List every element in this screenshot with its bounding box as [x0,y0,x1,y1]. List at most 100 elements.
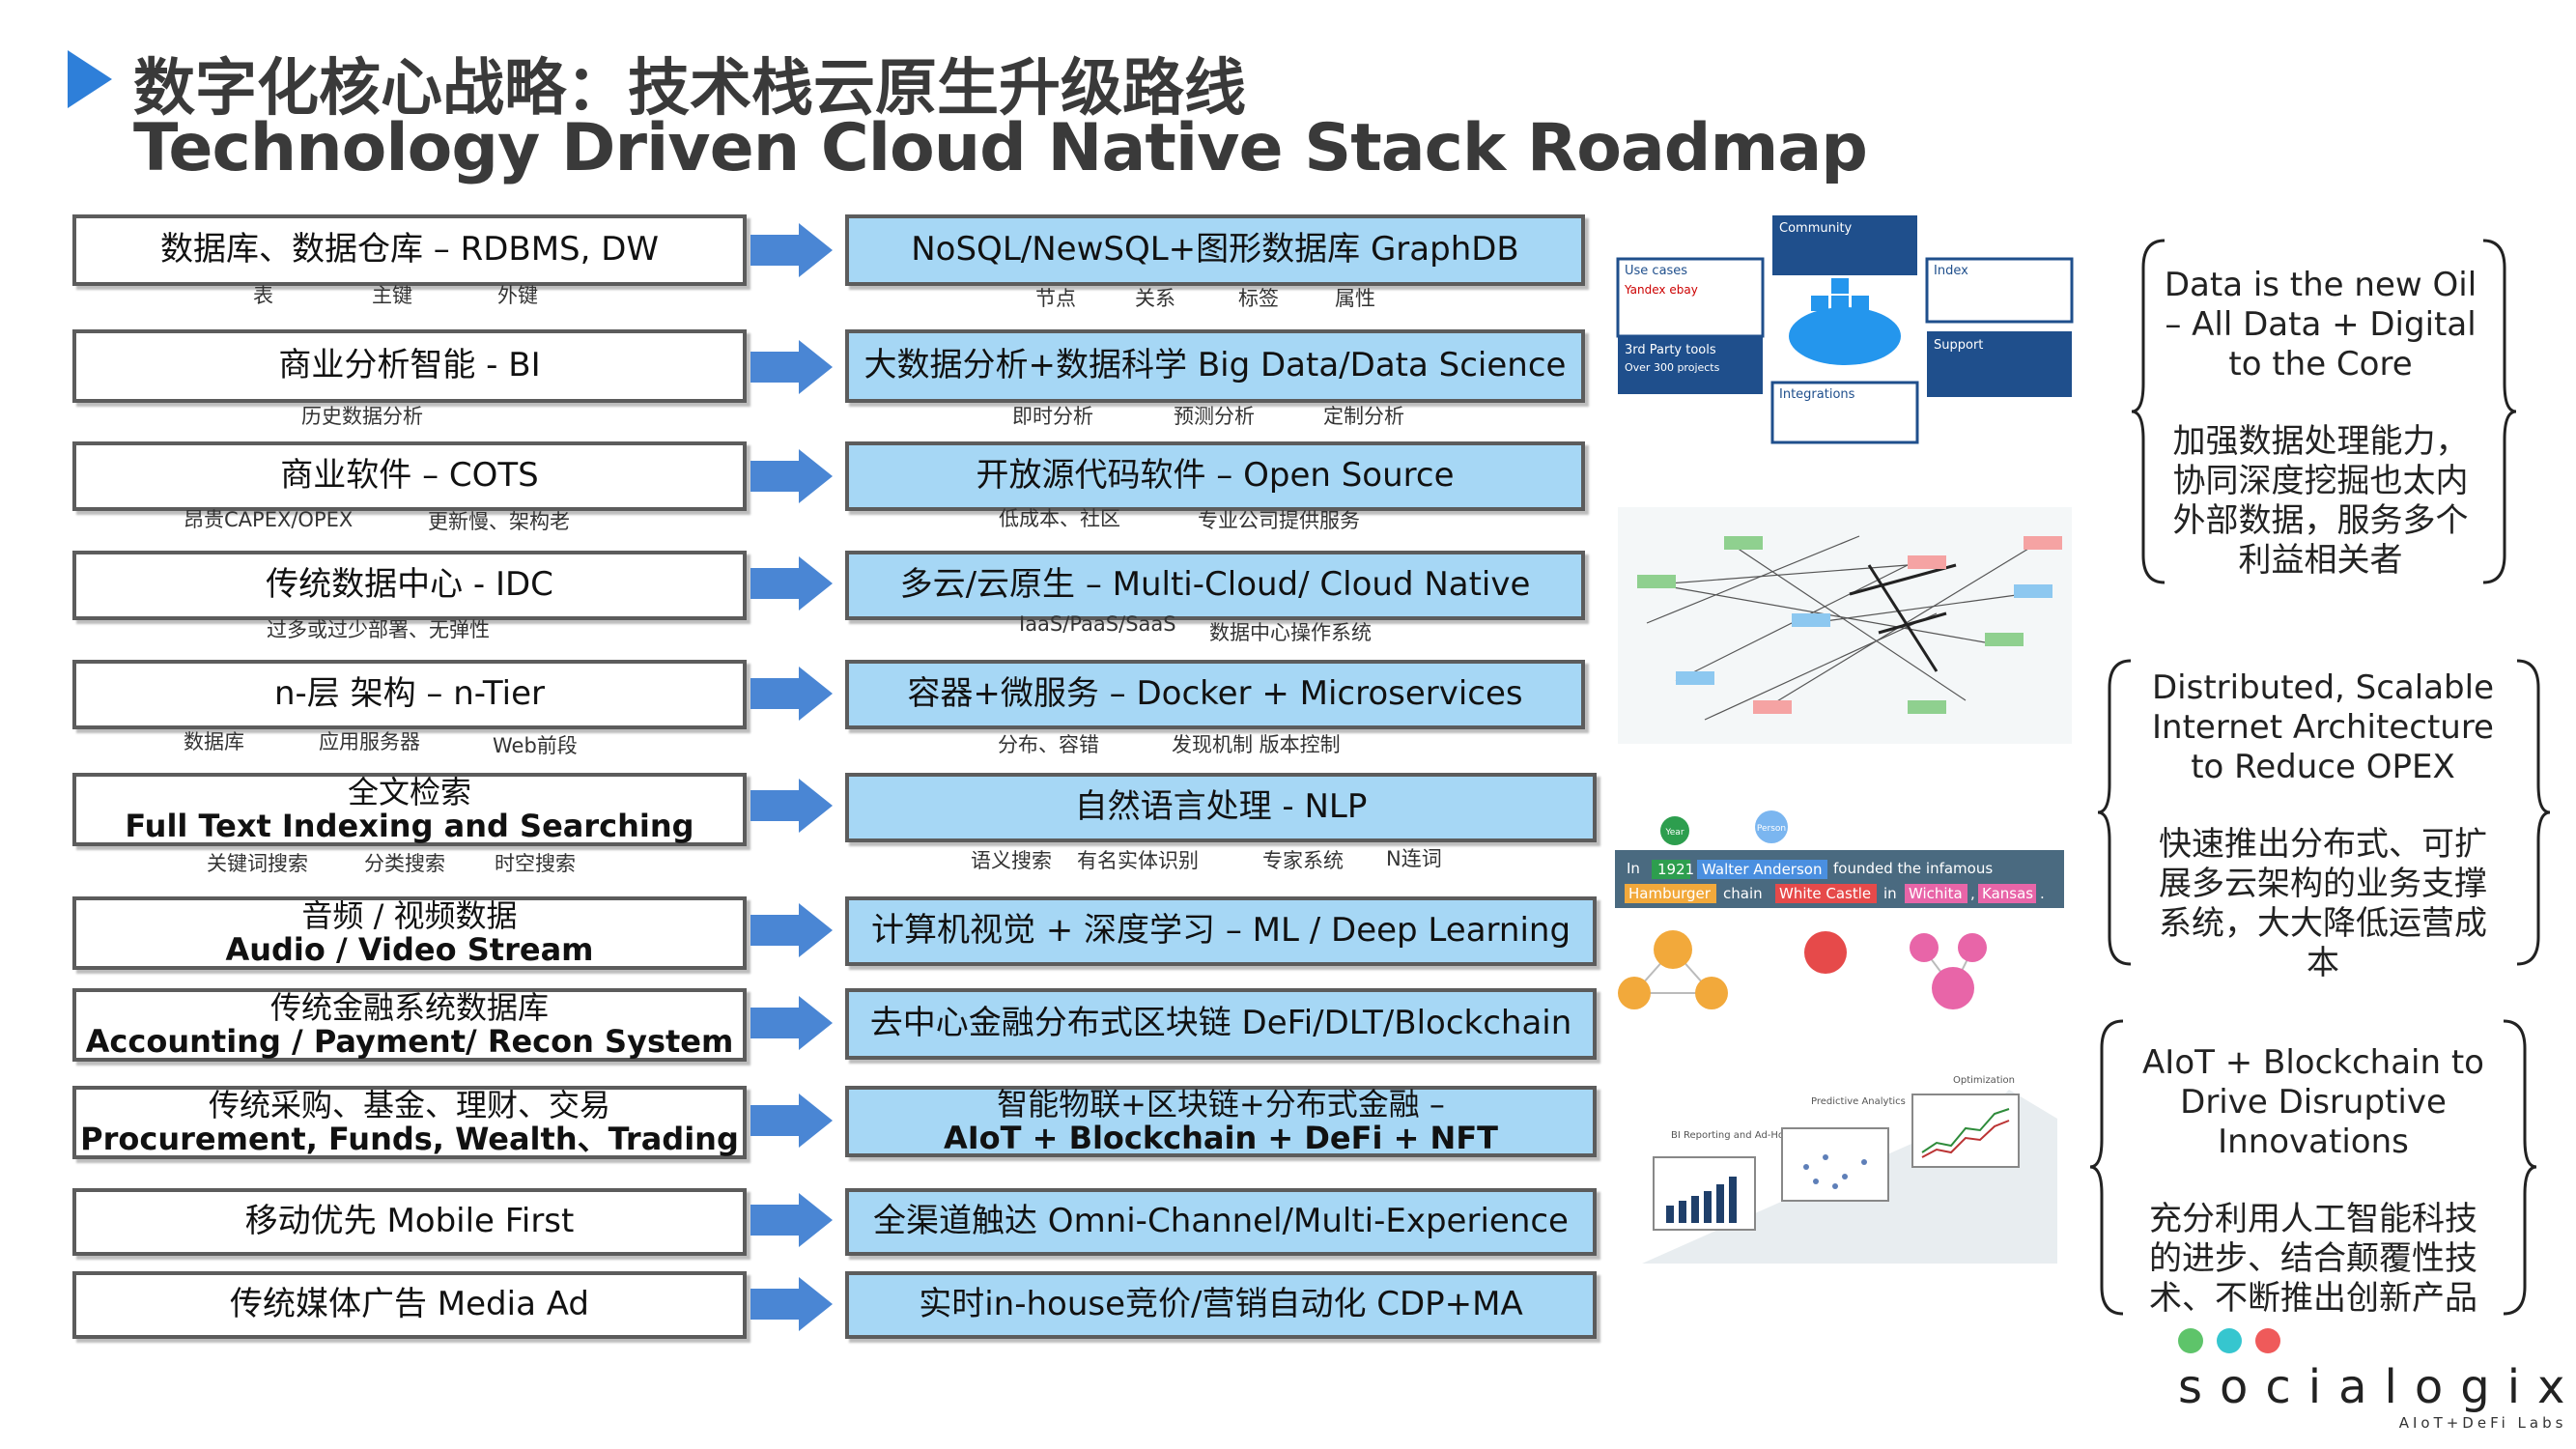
right-brace-icon [2482,239,2517,584]
side-note-cn: 快速推出分布式、可扩展多云架构的业务支撑系统，大大降低运营成本 [2159,825,2487,982]
arrow-icon [750,779,833,833]
use-cases-panel [1616,257,1765,338]
sentence-word: 1921 [1657,861,1694,878]
year-tag-icon [1660,816,1689,845]
title-english: Technology Driven Cloud Native Stack Roa… [133,110,1868,186]
index-label: Index [1934,264,1968,278]
right-box-nlp: 自然语言处理 - NLP [845,773,1597,842]
use-cases-label: Use cases [1625,264,1687,278]
right-sub-label: 低成本、社区 [999,507,1120,530]
left-box-ntier: n-层 架构 – n-Tier [72,660,747,729]
left-box-audio-video: 音频 / 视频数据 Audio / Video Stream [72,896,747,970]
left-label: 数据库、数据仓库 – RDBMS, DW [159,230,660,270]
left-sub-label: 外键 [497,284,538,307]
left-label: 传统数据中心 - IDC [266,565,553,605]
sentence-word: In [1627,860,1640,877]
socialogix-logo: socialogix AIoT+DeFi Labs [2178,1328,2576,1432]
right-box-open-source: 开放源代码软件 – Open Source [845,441,1585,511]
left-sub-label: 过多或过少部署、无弹性 [267,618,490,641]
right-box-docker: 容器+微服务 – Docker + Microservices [845,660,1585,729]
community-label: Community [1779,221,1853,236]
left-sub-label: Web前段 [493,734,578,757]
left-sub-label: 历史数据分析 [301,405,423,428]
sentence-word: Hamburger [1628,885,1712,902]
side-note-cn: 加强数据处理能力，协同深度挖掘也太内外部数据，服务多个利益相关者 [2172,422,2469,580]
left-label: 移动优先 Mobile First [244,1202,575,1241]
right-sub-label: 专家系统 [1262,849,1344,872]
left-sub-label: 表 [253,284,273,307]
left-sub-label: 时空搜索 [495,852,576,875]
arrow-icon [750,1094,833,1148]
right-label: 全渠道触达 Omni-Channel/Multi-Experience [873,1202,1569,1241]
left-label-cn: 音频 / 视频数据 [301,896,518,934]
sentence-word: White Castle [1779,885,1871,902]
predictive-label: Predictive Analytics [1811,1096,1906,1107]
sentence-word: in [1883,885,1897,902]
arrow-icon [750,996,833,1050]
docker-whale-icon [1789,307,1901,365]
side-note-cn: 充分利用人工智能科技的进步、结合颠覆性技术、不断推出创新产品 [2149,1200,2477,1318]
side-note-distributed: Distributed, Scalable Internet Architect… [2149,668,2497,983]
right-label: 多云/云原生 – Multi-Cloud/ Cloud Native [899,565,1531,605]
left-sub-label: 应用服务器 [319,730,420,753]
right-box-defi: 去中心金融分布式区块链 DeFi/DLT/Blockchain [845,988,1597,1060]
sentence-word: chain [1723,885,1763,902]
analytics-progression-image: BI Reporting and Ad-Hoc Analysis Predict… [1642,1075,2057,1264]
left-sub-label: 更新慢、架构老 [428,510,570,533]
right-box-bigdata: 大数据分析+数据科学 Big Data/Data Science [845,329,1585,403]
person-tag-label: Person [1757,824,1786,834]
right-sub-label: 语义搜索 [971,849,1052,872]
arrow-icon [750,1277,833,1331]
arrow-icon [750,1193,833,1247]
third-party-panel [1618,336,1763,394]
title-chinese: 数字化核心战略：技术栈云原生升级路线 [133,53,1246,125]
right-label: 计算机视觉 + 深度学习 – ML / Deep Learning [870,911,1571,951]
left-label-en: Accounting / Payment/ Recon System [85,1023,734,1060]
right-sub-label: 属性 [1335,287,1375,310]
integrations-panel [1770,381,1919,444]
left-sub-label: 主键 [372,284,412,307]
right-brace-icon [2503,1019,2537,1316]
right-label: 去中心金融分布式区块链 DeFi/DLT/Blockchain [869,1004,1572,1043]
side-note-aiot: AIoT + Blockchain to Drive Disruptive In… [2139,1043,2487,1319]
left-label-en: Audio / Video Stream [225,931,594,968]
arrow-icon [750,903,833,957]
bi-reporting-label: BI Reporting and Ad-Hoc Analysis [1671,1130,1832,1141]
right-sub-label: 即时分析 [1012,405,1093,428]
docker-ecosystem-image: Community Use cases Yandex ebay Index 3r… [1616,215,2074,444]
arrow-icon [750,223,833,277]
left-box-accounting: 传统金融系统数据库 Accounting / Payment/ Recon Sy… [72,988,747,1062]
sentence-word: , [1970,885,1975,902]
right-brace-icon [2516,659,2551,966]
title-triangle-icon [68,50,112,108]
arrow-icon [750,449,833,503]
right-label: 自然语言处理 - NLP [1074,787,1368,827]
person-tag-icon [1755,810,1788,843]
right-label-line2: AIoT + Blockchain + DeFi + NFT [943,1120,1498,1156]
left-brace-icon [2131,239,2166,584]
sentence-word: founded the infamous [1833,860,1993,877]
left-box-mobile: 移动优先 Mobile First [72,1188,747,1256]
right-sub-label: 专业公司提供服务 [1198,509,1360,532]
left-label-cn: 全文检索 [347,773,471,810]
left-label: 传统媒体广告 Media Ad [230,1285,589,1324]
left-label-en: Full Text Indexing and Searching [125,808,694,844]
nlp-ner-image: Year Person In 1921 Walter Anderson foun… [1615,810,2064,1009]
logo-dots-icon [2178,1328,2576,1358]
right-sub-label: N连词 [1386,847,1442,870]
left-box-media-ad: 传统媒体广告 Media Ad [72,1271,747,1339]
left-label-en: Procurement, Funds, Wealth、Trading [80,1121,739,1157]
right-box-cloud-native: 多云/云原生 – Multi-Cloud/ Cloud Native [845,551,1585,620]
side-note-data-oil: Data is the new Oil – All Data + Digital… [2164,266,2477,581]
logo-wordmark: socialogix [2178,1360,2576,1414]
left-sub-label: 关键词搜索 [207,852,308,875]
side-note-en: AIoT + Blockchain to Drive Disruptive In… [2142,1043,2484,1161]
right-label: 开放源代码软件 – Open Source [976,456,1455,496]
sentence-word: Kansas [1982,885,2033,902]
right-sub-label: 预测分析 [1174,405,1255,428]
sentence-word: . [2040,885,2045,902]
left-brace-icon [2089,1019,2124,1316]
support-label: Support [1934,338,1983,353]
left-box-idc: 传统数据中心 - IDC [72,551,747,620]
arrow-icon [750,340,833,394]
